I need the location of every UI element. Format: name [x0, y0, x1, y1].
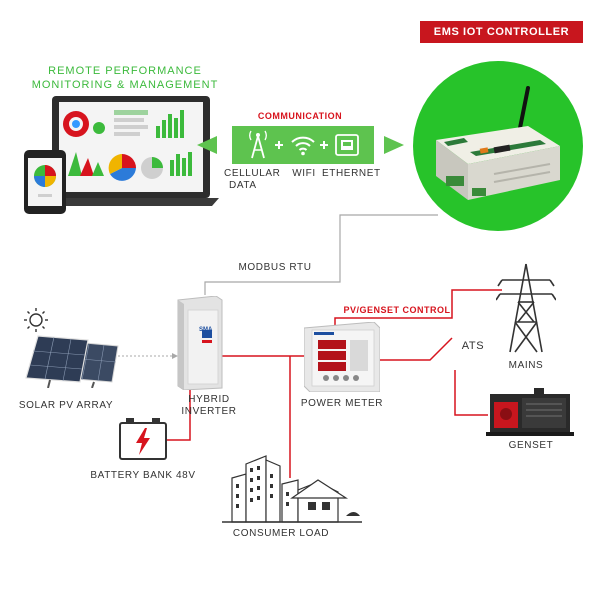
ats-genset-line	[454, 370, 488, 416]
genset-illustration	[486, 388, 574, 436]
modbus-rtu-label: MODBUS RTU	[238, 262, 312, 273]
battery-illustration	[119, 418, 167, 460]
communication-icons	[249, 130, 359, 159]
communication-title: COMMUNICATION	[257, 111, 343, 121]
cellular-tower-icon	[249, 130, 267, 159]
solar-panel-illustration	[24, 308, 119, 388]
wifi-icon	[291, 136, 315, 156]
battery-label: BATTERY BANK 48V	[90, 470, 196, 481]
left-arrow-icon	[197, 136, 217, 154]
inverter-battery-line	[165, 388, 191, 441]
inverter-brand: SMA	[199, 327, 213, 333]
pv-genset-control-label: PV/GENSET CONTROL	[343, 305, 451, 315]
right-arrow-icon	[384, 136, 404, 154]
communication-bar	[232, 126, 374, 164]
consumer-load-illustration	[222, 455, 362, 523]
solar-pv-label: SOLAR PV ARRAY	[18, 400, 114, 411]
plus-icon	[275, 141, 283, 149]
monitoring-title-line2: MONITORING & MANAGEMENT	[31, 79, 219, 91]
inverter-label: HYBRID INVERTER	[176, 394, 242, 418]
comm-label-ethernet: ETHERNET	[322, 168, 381, 179]
monitoring-title-line1: REMOTE PERFORMANCE	[48, 65, 202, 77]
ems-controller-illustration	[413, 61, 583, 231]
laptop-dashboard-illustration	[24, 96, 219, 214]
meter-ats-line	[380, 337, 453, 361]
sun-icon	[24, 308, 48, 332]
consumer-load-label: CONSUMER LOAD	[232, 528, 330, 539]
power-meter-label: POWER METER	[300, 398, 384, 409]
monitoring-title: REMOTE PERFORMANCE MONITORING & MANAGEME…	[20, 64, 230, 92]
inverter-illustration	[177, 296, 223, 390]
inverter-label-line1: HYBRID	[188, 394, 230, 405]
ats-label: ATS	[461, 340, 485, 352]
inverter-label-line2: INVERTER	[181, 406, 237, 417]
comm-label-cellular-line2: DATA	[229, 180, 257, 191]
modbus-rtu-line	[204, 214, 438, 295]
power-meter-illustration	[304, 322, 380, 392]
comm-label-wifi: WIFI	[292, 168, 316, 179]
comm-label-cellular: CELLULAR DATA	[224, 168, 282, 192]
ethernet-icon	[335, 134, 359, 156]
mains-tower-illustration	[496, 263, 556, 353]
ems-controller-banner: EMS IOT CONTROLLER	[420, 21, 583, 43]
plus-icon	[320, 141, 328, 149]
pv-genset-control-line	[334, 289, 502, 326]
mains-label: MAINS	[508, 360, 544, 371]
comm-label-cellular-line1: CELLULAR	[224, 168, 281, 179]
genset-label: GENSET	[508, 440, 554, 451]
